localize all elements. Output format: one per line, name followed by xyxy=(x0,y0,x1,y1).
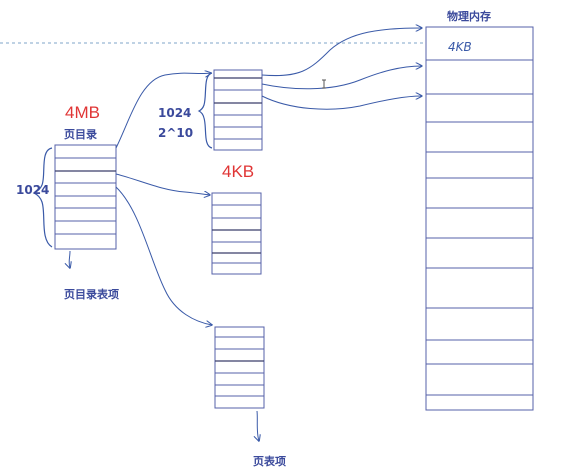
page-directory-table xyxy=(54,144,117,250)
text-cursor-icon xyxy=(322,79,326,89)
table-to-memory-arrow-1 xyxy=(261,28,422,77)
handwritten-frame-label: 4KB xyxy=(448,40,472,54)
directory-to-table-3-arrow xyxy=(115,186,212,325)
page-table-2 xyxy=(211,192,262,275)
page-directory-entry-label: 页目录表项 xyxy=(64,287,119,301)
table-to-memory-arrow-2 xyxy=(261,66,422,90)
page-table-entry-label: 页表项 xyxy=(253,454,286,468)
physical-memory-block xyxy=(425,26,534,411)
page-directory-label: 页目录 xyxy=(64,128,97,141)
page-directory-brace xyxy=(32,147,53,248)
directory-to-table-2-arrow xyxy=(115,173,210,195)
page-directory-size-label: 4MB xyxy=(65,103,100,122)
directory-entry-count: 1024 xyxy=(16,183,49,197)
table-entry-power: 2^10 xyxy=(158,126,193,140)
page-table-1 xyxy=(213,69,263,151)
physical-memory-label: 物理内存 xyxy=(447,9,491,23)
page-table-3 xyxy=(214,326,265,409)
directory-to-table-1-arrow xyxy=(115,73,211,149)
page-table-brace xyxy=(197,72,213,149)
table-entry-count: 1024 xyxy=(158,106,191,120)
page-table-entry-arrow xyxy=(257,410,259,441)
directory-entry-arrow xyxy=(69,250,70,268)
page-size-label: 4KB xyxy=(222,162,254,181)
table-to-memory-arrow-3 xyxy=(261,96,422,110)
